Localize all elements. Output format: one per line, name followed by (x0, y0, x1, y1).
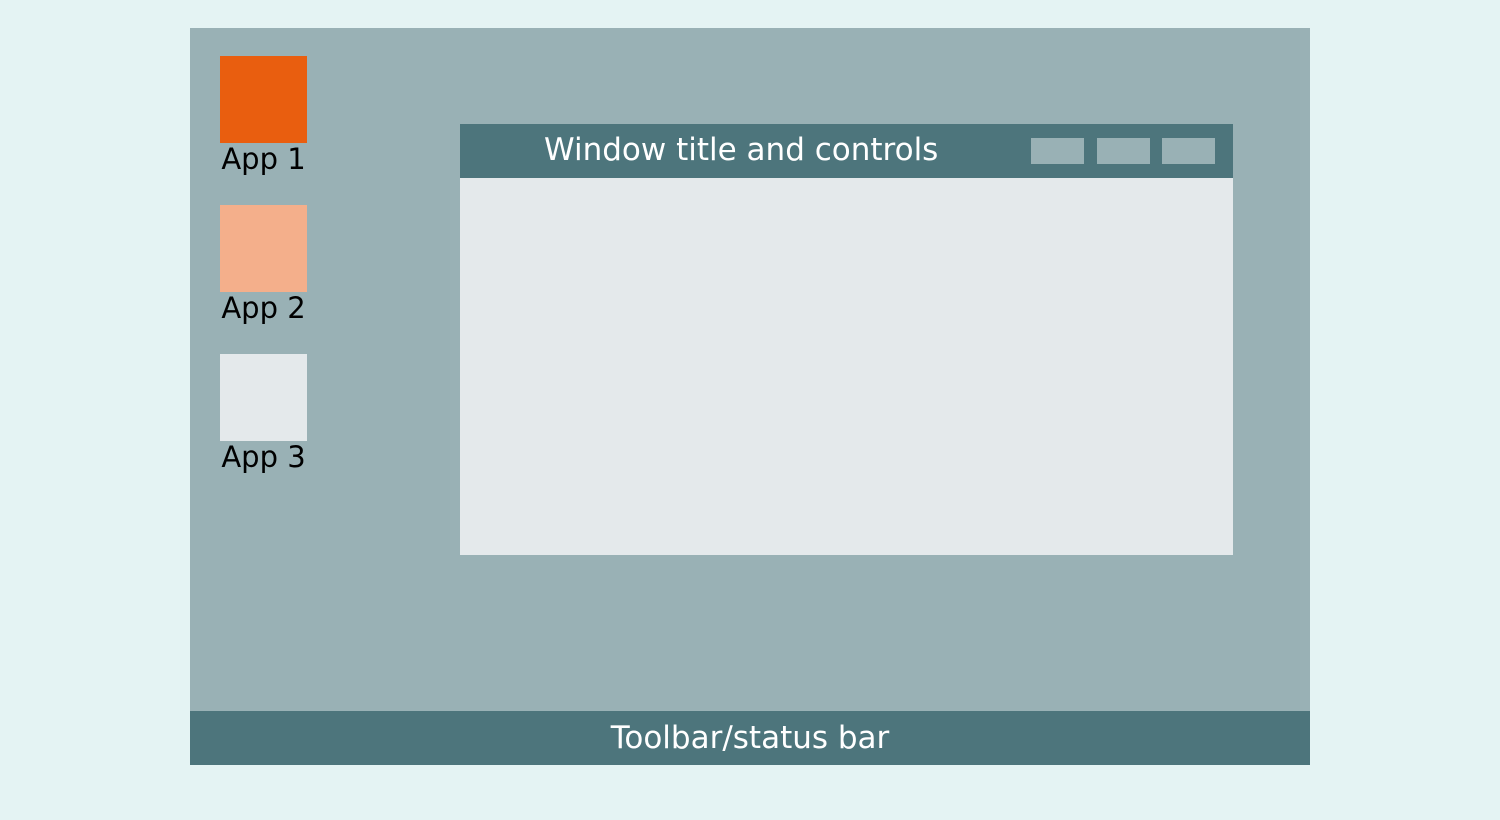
app-3-icon (220, 354, 307, 441)
app-2-label: App 2 (221, 291, 306, 325)
app-1-shortcut[interactable]: App 1 (220, 56, 307, 177)
window-control-button-1[interactable] (1031, 138, 1084, 164)
app-2-shortcut[interactable]: App 2 (220, 205, 307, 326)
app-2-icon (220, 205, 307, 292)
window-control-button-2[interactable] (1097, 138, 1150, 164)
app-3-label: App 3 (221, 440, 306, 474)
toolbar-status-bar: Toolbar/status bar (190, 711, 1310, 765)
window-titlebar[interactable]: Window title and controls (460, 124, 1233, 178)
app-1-label: App 1 (221, 142, 306, 176)
desktop-area: App 1 App 2 App 3 Window title and contr… (190, 28, 1310, 711)
app-3-shortcut[interactable]: App 3 (220, 354, 307, 475)
status-bar-text: Toolbar/status bar (610, 720, 890, 756)
window-control-button-3[interactable] (1162, 138, 1215, 164)
window-content (460, 178, 1233, 555)
app-1-icon (220, 56, 307, 143)
app-window: Window title and controls (460, 124, 1233, 555)
window-title: Window title and controls (544, 132, 939, 168)
